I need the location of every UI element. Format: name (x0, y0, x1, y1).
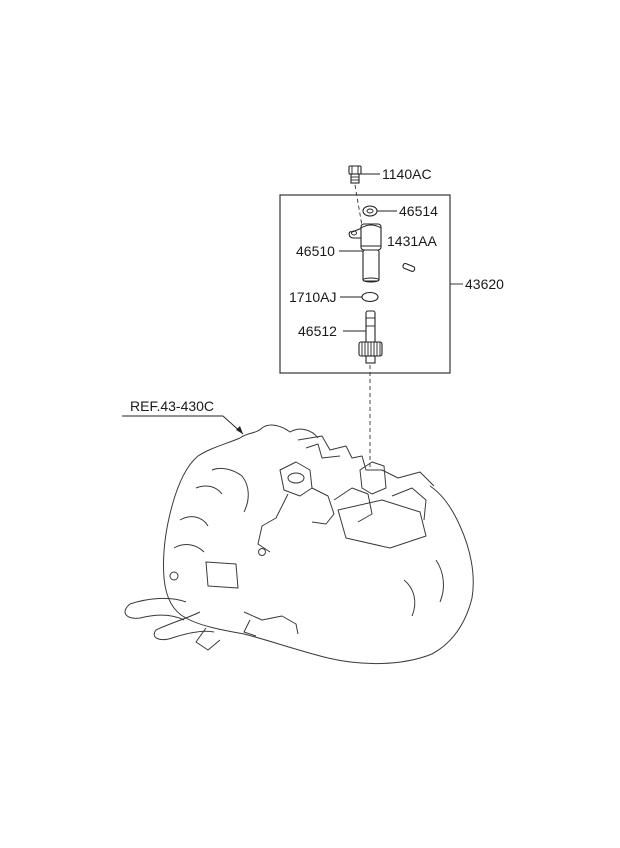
label-43620: 43620 (465, 276, 504, 292)
label-46510: 46510 (296, 243, 335, 259)
transmission-housing (124, 424, 474, 665)
label-reference: REF.43-430C (130, 398, 214, 414)
alignment-line-upper (354, 184, 363, 227)
label-46512: 46512 (298, 323, 337, 339)
label-1431aa: 1431AA (387, 233, 437, 249)
gear-46512-icon (358, 310, 383, 364)
washer-46514-icon (362, 205, 378, 217)
sensor-46510-icon (348, 223, 382, 283)
oring-1710aj-icon (361, 291, 379, 303)
reference-arrow-icon (236, 426, 243, 434)
label-1710aj: 1710AJ (289, 289, 336, 305)
label-46514: 46514 (399, 203, 438, 219)
bolt-1140ac-icon (348, 165, 362, 184)
label-1140ac: 1140AC (382, 166, 432, 182)
pin-1431aa-icon (402, 262, 416, 272)
